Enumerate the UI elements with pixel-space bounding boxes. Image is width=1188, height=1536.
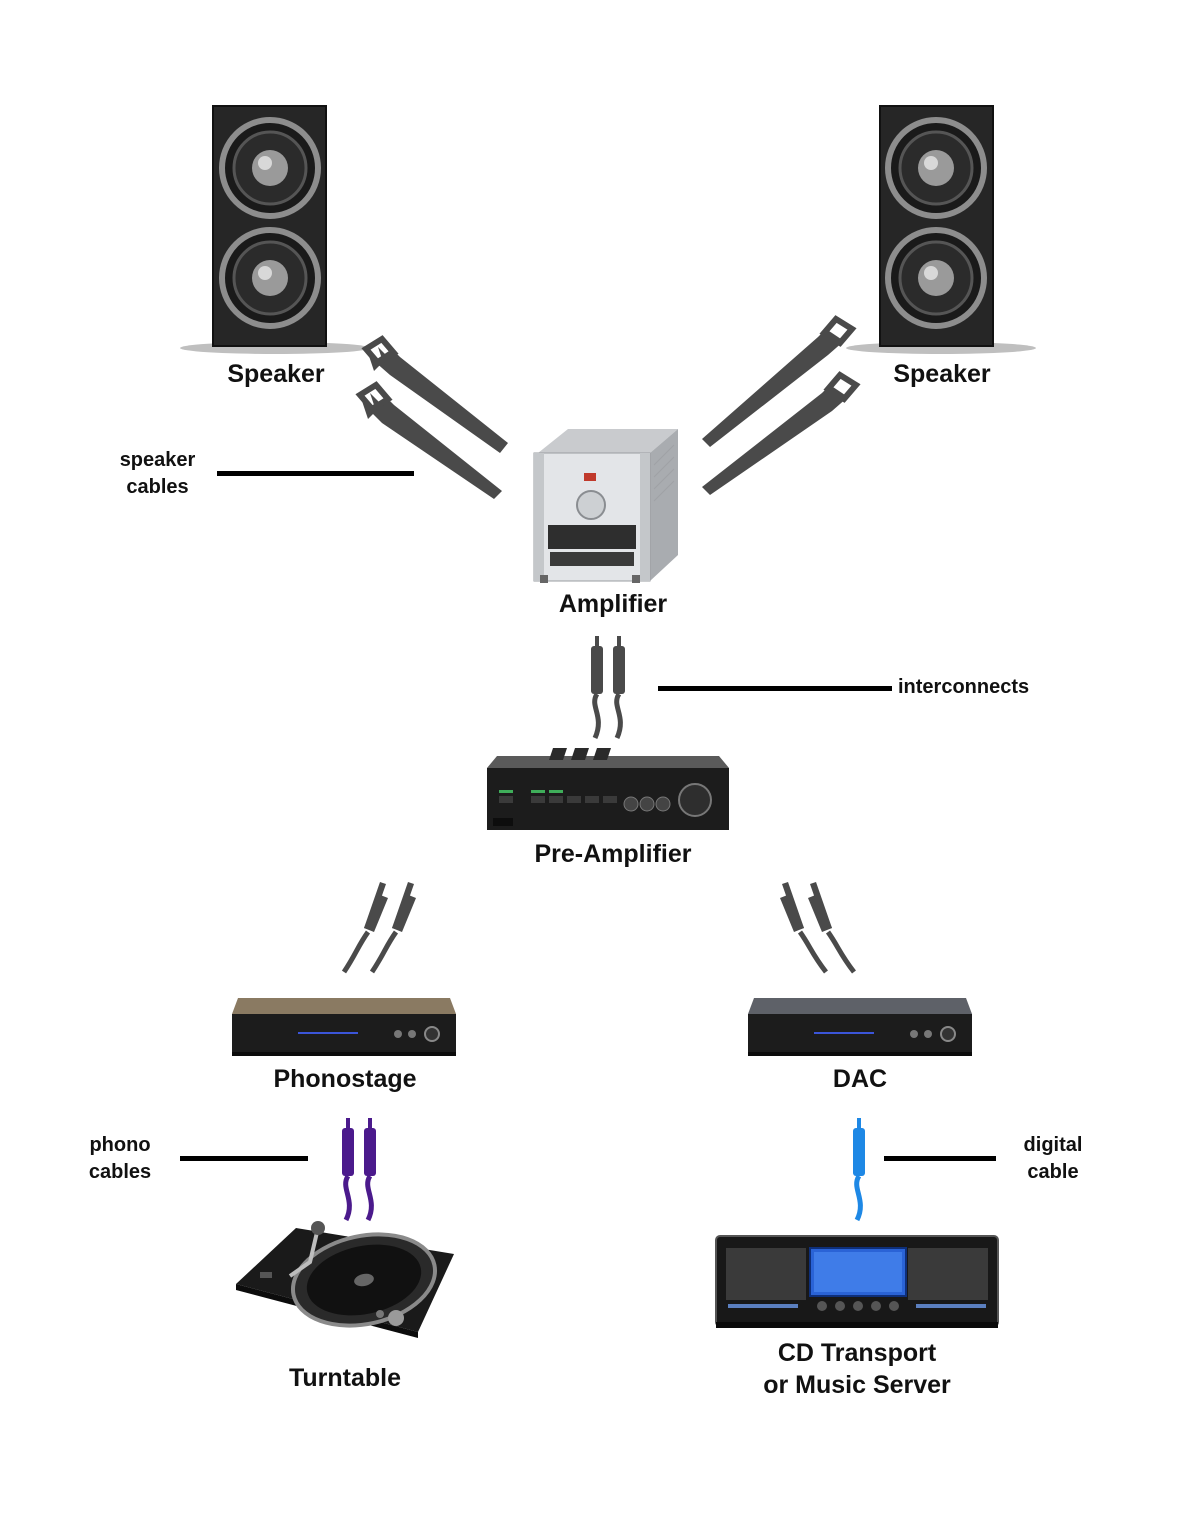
digital-cable-label: digital cable	[1003, 1132, 1103, 1186]
speaker-cables-right-icon	[702, 315, 861, 495]
amplifier-label: Amplifier	[558, 590, 668, 618]
preamplifier-icon	[487, 748, 729, 830]
speaker-cables-line2: cables	[126, 476, 189, 498]
dac-label: DAC	[832, 1065, 888, 1093]
phono-cables-pointer	[180, 1156, 308, 1161]
speaker-cables-left-icon	[355, 335, 508, 499]
speaker-cables-line1: speaker	[119, 449, 196, 471]
amplifier-icon	[533, 429, 678, 583]
digital-cable-line2: cable	[1027, 1161, 1079, 1183]
phonostage-icon	[232, 998, 456, 1056]
cd-transport-label: CD Transport or Music Server	[707, 1337, 1007, 1401]
digital-cable-line1: digital	[1023, 1134, 1083, 1156]
interconnects-label: interconnects	[898, 676, 1030, 698]
cd-transport-icon	[715, 1235, 999, 1328]
interconnects-dac-rca-icon	[780, 882, 856, 974]
speaker-right-label: Speaker	[893, 360, 991, 388]
speaker-right-icon	[846, 105, 1036, 354]
cd-transport-line1: CD Transport	[777, 1339, 937, 1367]
dac-icon	[748, 998, 972, 1056]
phonostage-label: Phonostage	[273, 1065, 417, 1093]
digital-rca-icon	[853, 1118, 865, 1222]
digital-cable-pointer	[884, 1156, 996, 1161]
phono-cables-label: phono cables	[70, 1132, 170, 1186]
cd-transport-line2: or Music Server	[763, 1371, 951, 1399]
speaker-cables-pointer	[217, 471, 414, 476]
interconnects-rca-icon	[591, 636, 625, 740]
turntable-icon	[236, 1221, 454, 1338]
speaker-left-icon	[180, 105, 370, 354]
speaker-cables-label: speaker cables	[100, 447, 215, 501]
preamplifier-label: Pre-Amplifier	[534, 840, 692, 868]
interconnects-pointer	[658, 686, 892, 691]
phono-cables-line1: phono	[89, 1134, 151, 1156]
speaker-left-label: Speaker	[227, 360, 325, 388]
turntable-label: Turntable	[288, 1364, 402, 1392]
interconnects-phono-rca-icon	[341, 882, 416, 974]
phono-cables-line2: cables	[88, 1161, 152, 1183]
phono-rca-icon	[342, 1118, 376, 1222]
